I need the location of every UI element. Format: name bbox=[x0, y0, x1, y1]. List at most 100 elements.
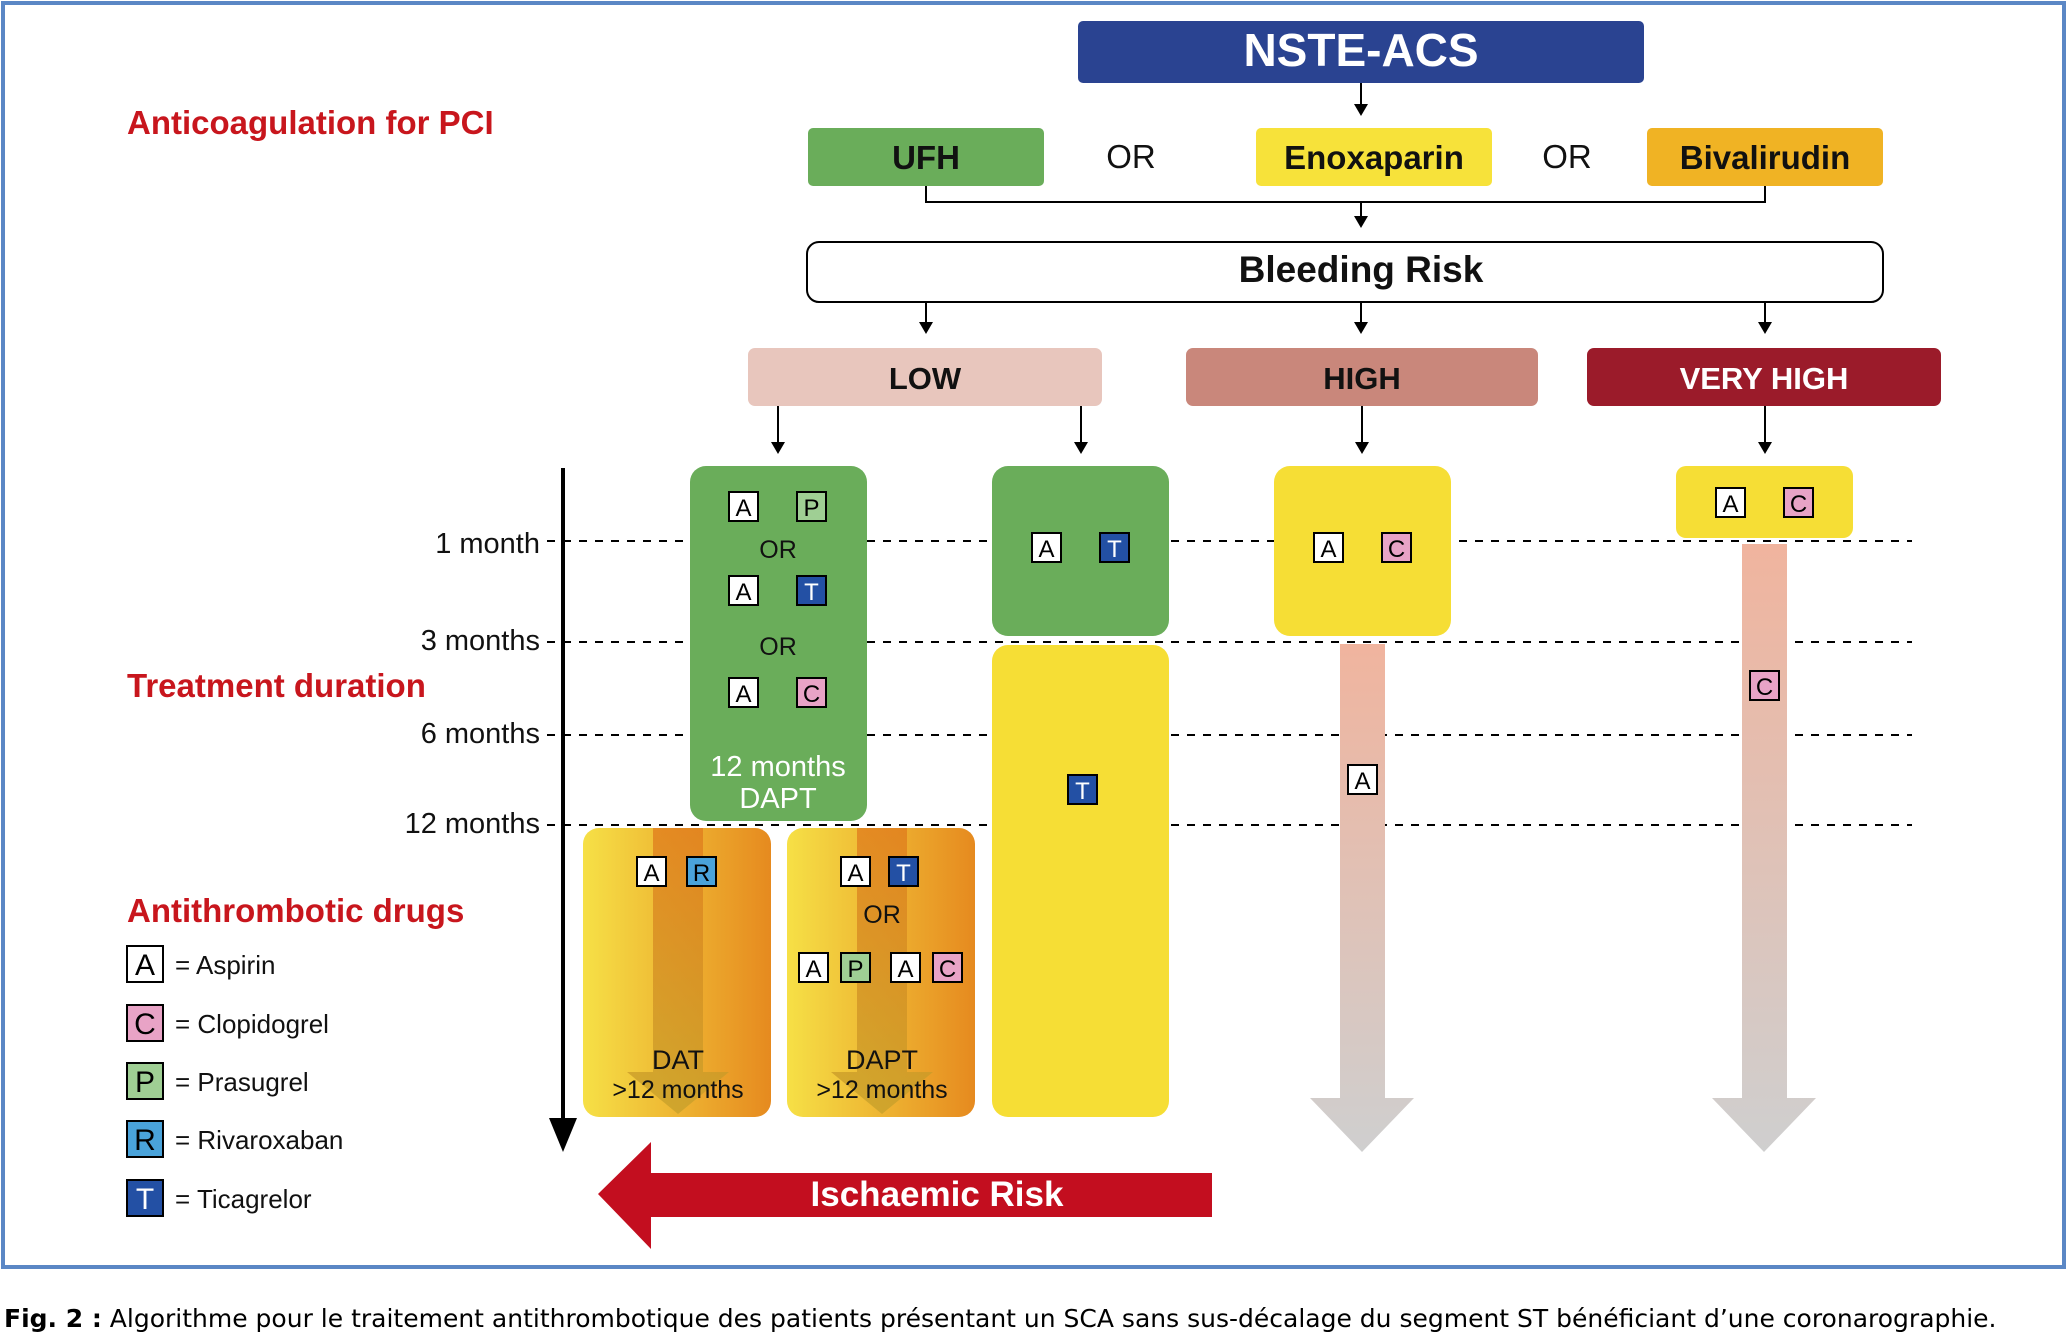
dapt-duration-label: >12 months bbox=[816, 1076, 947, 1104]
drug-badge-p: P bbox=[803, 495, 819, 522]
dat-duration-label: >12 months bbox=[612, 1076, 743, 1104]
legend-label-clopidogrel: = Clopidogrel bbox=[175, 1009, 329, 1039]
legend-item-clopidogrel: C = Clopidogrel bbox=[126, 1004, 329, 1042]
very-high-a-c-block: A C bbox=[1676, 466, 1853, 538]
or-label-low-1: OR bbox=[759, 536, 797, 564]
bivalirudin-label: Bivalirudin bbox=[1680, 139, 1851, 176]
legend-label-prasugrel: = Prasugrel bbox=[175, 1067, 309, 1097]
ischaemic-risk-arrow: Ischaemic Risk bbox=[598, 1142, 1212, 1249]
drug-badge-a: A bbox=[735, 579, 751, 606]
drug-badge-a: A bbox=[735, 495, 751, 522]
drug-badge-r: R bbox=[693, 860, 710, 887]
drug-badge-p: P bbox=[847, 956, 863, 983]
figure-caption: Fig. 2 : Algorithme pour le traitement a… bbox=[4, 1304, 1997, 1333]
drug-badge-t: T bbox=[804, 579, 819, 606]
drug-badge-c: C bbox=[939, 956, 956, 983]
dat-extended-block: A R DAT >12 months bbox=[583, 828, 771, 1117]
tick-6-months: 6 months bbox=[421, 718, 540, 750]
legend-badge-t: T bbox=[136, 1183, 154, 1216]
low-dapt-name-label: DAPT bbox=[739, 783, 817, 815]
drug-badge-c: C bbox=[1756, 674, 1773, 701]
legend-item-prasugrel: P = Prasugrel bbox=[126, 1062, 309, 1100]
dat-name-label: DAT bbox=[652, 1045, 704, 1075]
enoxaparin-label: Enoxaparin bbox=[1284, 139, 1464, 176]
legend-badge-p: P bbox=[135, 1066, 155, 1099]
legend-item-rivaroxaban: R = Rivaroxaban bbox=[126, 1120, 343, 1158]
legend-label-rivaroxaban: = Rivaroxaban bbox=[175, 1125, 343, 1155]
anticoagulation-section-label: Anticoagulation for PCI bbox=[127, 104, 494, 141]
bleeding-connectors bbox=[925, 302, 1766, 326]
drug-badge-a: A bbox=[1354, 768, 1370, 795]
very-high-clopidogrel-continuation-arrow: C bbox=[1712, 544, 1816, 1152]
risk-low-label: LOW bbox=[889, 361, 962, 396]
option-bivalirudin: Bivalirudin bbox=[1647, 128, 1883, 186]
option-enoxaparin: Enoxaparin bbox=[1256, 128, 1492, 186]
antithrombotic-drugs-section-label: Antithrombotic drugs bbox=[127, 892, 464, 929]
dapt-extended-block: A T OR A P A C DAPT >12 months bbox=[787, 828, 975, 1117]
ufh-label: UFH bbox=[892, 139, 960, 176]
risk-connectors bbox=[777, 406, 1766, 446]
time-axis-arrowhead bbox=[549, 1118, 577, 1152]
drug-badge-t: T bbox=[1075, 778, 1090, 805]
option-ufh: UFH bbox=[808, 128, 1044, 186]
legend-label-ticagrelor: = Ticagrelor bbox=[175, 1184, 312, 1214]
drug-badge-a: A bbox=[643, 860, 659, 887]
legend-item-ticagrelor: T = Ticagrelor bbox=[126, 1179, 312, 1217]
or-label-low-2: OR bbox=[759, 633, 797, 661]
drug-pair-a-c: A C bbox=[890, 952, 963, 983]
legend-badge-c: C bbox=[134, 1008, 156, 1041]
drug-pair-a-r: A R bbox=[636, 856, 717, 887]
arrowheads-risk bbox=[771, 442, 1772, 454]
legend-label-aspirin: = Aspirin bbox=[175, 950, 275, 980]
drug-pair-a-t: A T bbox=[1031, 532, 1130, 563]
or-label-2: OR bbox=[1542, 138, 1592, 175]
low-dapt-12-months-block: A P OR A T OR A C 12 months DAPT bbox=[690, 466, 867, 821]
drug-badge-a: A bbox=[805, 956, 821, 983]
drug-badge-a: A bbox=[1722, 491, 1738, 518]
risk-very-high: VERY HIGH bbox=[1587, 348, 1941, 406]
tick-1-month: 1 month bbox=[435, 528, 540, 560]
high-a-c-block: A C bbox=[1274, 466, 1451, 636]
nste-acs-title: NSTE-ACS bbox=[1243, 24, 1478, 76]
arrowhead-merge bbox=[1354, 216, 1368, 228]
drug-badge-a: A bbox=[1038, 536, 1054, 563]
drug-badge-t: T bbox=[1107, 536, 1122, 563]
drug-badge-a: A bbox=[1320, 536, 1336, 563]
ischaemic-risk-label: Ischaemic Risk bbox=[811, 1175, 1064, 1214]
treatment-duration-section-label: Treatment duration bbox=[127, 667, 426, 704]
arrowheads-bleeding bbox=[919, 322, 1772, 334]
drug-pair-a-c: A C bbox=[1313, 532, 1412, 563]
tick-3-months: 3 months bbox=[421, 625, 540, 657]
drug-badge-a: A bbox=[847, 860, 863, 887]
high-aspirin-continuation-arrow: A bbox=[1310, 644, 1414, 1152]
or-label-dapt: OR bbox=[863, 901, 901, 929]
legend: A = Aspirin C = Clopidogrel P = Prasugre… bbox=[126, 945, 343, 1217]
low-dapt-duration-label: 12 months bbox=[710, 751, 845, 783]
risk-low: LOW bbox=[748, 348, 1102, 406]
risk-high-label: HIGH bbox=[1323, 361, 1401, 396]
legend-badge-a: A bbox=[135, 949, 155, 982]
arrowhead-title bbox=[1354, 104, 1368, 116]
drug-badge-c: C bbox=[803, 681, 820, 708]
drug-badge-a: A bbox=[735, 681, 751, 708]
dapt-inner-arrow bbox=[831, 828, 933, 1114]
low-ticagrelor-block: A T bbox=[992, 466, 1169, 636]
risk-very-high-label: VERY HIGH bbox=[1680, 361, 1849, 396]
bleeding-risk-title: Bleeding Risk bbox=[1239, 249, 1484, 290]
or-label-1: OR bbox=[1106, 138, 1156, 175]
ticagrelor-monotherapy-block: T bbox=[992, 645, 1169, 1117]
dapt-name-label: DAPT bbox=[846, 1045, 918, 1075]
dat-inner-arrow bbox=[627, 828, 729, 1114]
tick-12-months: 12 months bbox=[405, 808, 540, 840]
nste-acs-box: NSTE-ACS bbox=[1078, 21, 1644, 83]
figure-caption-prefix: Fig. 2 : bbox=[4, 1304, 102, 1333]
drug-pair-a-p: A P bbox=[798, 952, 871, 983]
bleeding-risk-box: Bleeding Risk bbox=[806, 241, 1884, 303]
drug-badge-c: C bbox=[1388, 536, 1405, 563]
drug-badge-c: C bbox=[1790, 491, 1807, 518]
figure-caption-text: Algorithme pour le traitement antithromb… bbox=[101, 1304, 1997, 1333]
drug-badge-t: T bbox=[896, 860, 911, 887]
merge-connector bbox=[925, 186, 1766, 220]
